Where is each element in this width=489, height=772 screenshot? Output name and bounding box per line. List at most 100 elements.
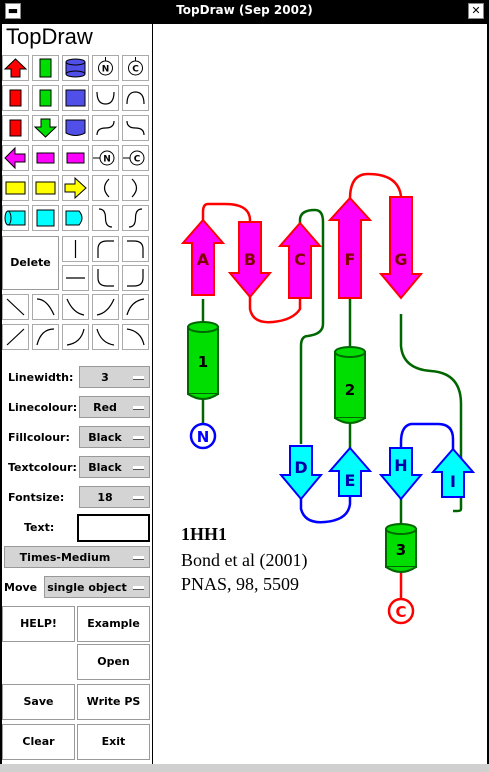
strand-h[interactable]: H bbox=[378, 447, 424, 501]
strand-f-label: F bbox=[345, 250, 356, 269]
font-select[interactable]: Times-Medium bbox=[4, 546, 150, 568]
tool-diag-line-up[interactable] bbox=[2, 324, 29, 350]
tool-magenta-rect[interactable] bbox=[32, 145, 59, 171]
loop-c-d bbox=[298, 208, 325, 444]
tool-c-terminus-horizontal[interactable]: C bbox=[122, 145, 149, 171]
tool-cap-curve[interactable] bbox=[122, 85, 149, 111]
textcolour-value: Black bbox=[88, 461, 122, 474]
tool-green-rect-2[interactable] bbox=[32, 85, 59, 111]
tool-yellow-arrow-right[interactable] bbox=[62, 175, 89, 201]
tool-n-terminus[interactable]: N bbox=[92, 55, 119, 81]
delete-button[interactable]: Delete bbox=[2, 236, 59, 290]
font-value: Times-Medium bbox=[19, 551, 111, 564]
tool-magenta-arrow-left[interactable] bbox=[2, 145, 29, 171]
tool-right-paren-curve[interactable] bbox=[122, 175, 149, 201]
open-button[interactable]: Open bbox=[77, 644, 150, 680]
tool-diag-curve-1[interactable] bbox=[32, 294, 59, 320]
tool-cyan-square[interactable] bbox=[32, 205, 59, 231]
n-terminus-label: N bbox=[197, 428, 210, 446]
tool-diag-curve-3[interactable] bbox=[92, 294, 119, 320]
c-terminus[interactable]: C bbox=[387, 597, 415, 625]
tool-diag-curve-6[interactable] bbox=[62, 324, 89, 350]
fillcolour-select[interactable]: Black bbox=[79, 426, 150, 448]
tool-corner-top-right[interactable] bbox=[122, 236, 149, 262]
write-ps-button[interactable]: Write PS bbox=[77, 684, 150, 720]
tool-s-curve-reverse[interactable] bbox=[122, 115, 149, 141]
tool-c-terminus[interactable]: C bbox=[122, 55, 149, 81]
tool-blue-square[interactable] bbox=[62, 85, 89, 111]
tool-corner-bottom-left[interactable] bbox=[92, 265, 119, 291]
strand-c[interactable]: C bbox=[277, 221, 323, 299]
strand-f[interactable]: F bbox=[327, 196, 373, 299]
tool-diag-curve-8[interactable] bbox=[122, 324, 149, 350]
fontsize-value: 18 bbox=[97, 491, 113, 504]
tool-vertical-line[interactable] bbox=[62, 236, 89, 262]
tool-horizontal-line[interactable] bbox=[62, 265, 89, 291]
tool-diag-curve-2[interactable] bbox=[62, 294, 89, 320]
tool-magenta-rect-2[interactable] bbox=[62, 145, 89, 171]
tool-left-paren-curve[interactable] bbox=[92, 175, 119, 201]
strand-d[interactable]: D bbox=[278, 445, 324, 501]
help-button[interactable]: HELP! bbox=[2, 606, 75, 642]
tool-vertical-s-curve-reverse[interactable] bbox=[122, 205, 149, 231]
tool-diag-line-down[interactable] bbox=[2, 294, 29, 320]
strand-a[interactable]: A bbox=[180, 218, 226, 296]
tool-diag-curve-5[interactable] bbox=[32, 324, 59, 350]
tool-blue-cylinder[interactable] bbox=[62, 55, 89, 81]
close-window-button[interactable]: ✕ bbox=[468, 3, 484, 19]
topology-diagram: A B C F G D E bbox=[180, 172, 476, 625]
loop-i-h bbox=[399, 422, 455, 460]
drawing-canvas[interactable]: A B C F G D E bbox=[153, 24, 487, 764]
tool-green-arrow-down[interactable] bbox=[32, 115, 59, 141]
tool-green-rect[interactable] bbox=[32, 55, 59, 81]
helix-3[interactable]: 3 bbox=[385, 523, 417, 573]
tool-cup-curve[interactable] bbox=[92, 85, 119, 111]
tool-corner-bottom-right[interactable] bbox=[122, 265, 149, 291]
dropdown-indicator-icon bbox=[133, 586, 144, 590]
window-menu-button[interactable]: ▬ bbox=[5, 3, 21, 19]
tool-corner-top-left[interactable] bbox=[92, 236, 119, 262]
c-tool-label: C bbox=[132, 65, 139, 75]
save-button[interactable]: Save bbox=[2, 684, 75, 720]
strand-b-label: B bbox=[244, 250, 256, 269]
helix-1[interactable]: 1 bbox=[187, 321, 219, 400]
tool-s-curve[interactable] bbox=[92, 115, 119, 141]
tool-red-rect-2[interactable] bbox=[2, 115, 29, 141]
strand-i-label: I bbox=[450, 472, 456, 491]
tool-diag-curve-7[interactable] bbox=[92, 324, 119, 350]
loop-a-b bbox=[201, 202, 252, 234]
strand-e[interactable]: E bbox=[327, 446, 373, 497]
bottom-scrollbar[interactable] bbox=[0, 764, 489, 772]
tool-blue-half-cylinder[interactable] bbox=[62, 115, 89, 141]
tool-cyan-half-cylinder[interactable] bbox=[62, 205, 89, 231]
n-terminus[interactable]: N bbox=[189, 422, 217, 450]
dropdown-indicator-icon bbox=[133, 376, 144, 380]
dropdown-indicator-icon bbox=[133, 496, 144, 500]
tool-panel: TopDraw N C bbox=[2, 24, 152, 764]
tool-vertical-s-curve[interactable] bbox=[92, 205, 119, 231]
strand-i[interactable]: I bbox=[430, 447, 476, 498]
exit-button[interactable]: Exit bbox=[77, 724, 150, 760]
textcolour-select[interactable]: Black bbox=[79, 456, 150, 478]
tool-red-arrow-up[interactable] bbox=[2, 55, 29, 81]
tool-diag-curve-4[interactable] bbox=[122, 294, 149, 320]
linewidth-value: 3 bbox=[101, 371, 109, 384]
helix-1-label: 1 bbox=[198, 353, 208, 371]
text-input[interactable] bbox=[77, 514, 150, 542]
strand-g[interactable]: G bbox=[378, 196, 424, 300]
tool-yellow-rect-2[interactable] bbox=[32, 175, 59, 201]
example-button[interactable]: Example bbox=[77, 606, 150, 642]
dropdown-indicator-icon bbox=[133, 436, 144, 440]
fontsize-select[interactable]: 18 bbox=[79, 486, 150, 508]
move-select[interactable]: single object bbox=[44, 576, 150, 598]
strand-e-label: E bbox=[345, 471, 356, 490]
tool-n-terminus-horizontal[interactable]: N bbox=[92, 145, 119, 171]
tool-cyan-cylinder[interactable] bbox=[2, 205, 29, 231]
tool-yellow-rect[interactable] bbox=[2, 175, 29, 201]
helix-2[interactable]: 2 bbox=[334, 346, 366, 424]
tool-red-rect[interactable] bbox=[2, 85, 29, 111]
linewidth-select[interactable]: 3 bbox=[79, 366, 150, 388]
strand-b[interactable]: B bbox=[227, 221, 273, 299]
linecolour-select[interactable]: Red bbox=[79, 396, 150, 418]
clear-button[interactable]: Clear bbox=[2, 724, 75, 760]
